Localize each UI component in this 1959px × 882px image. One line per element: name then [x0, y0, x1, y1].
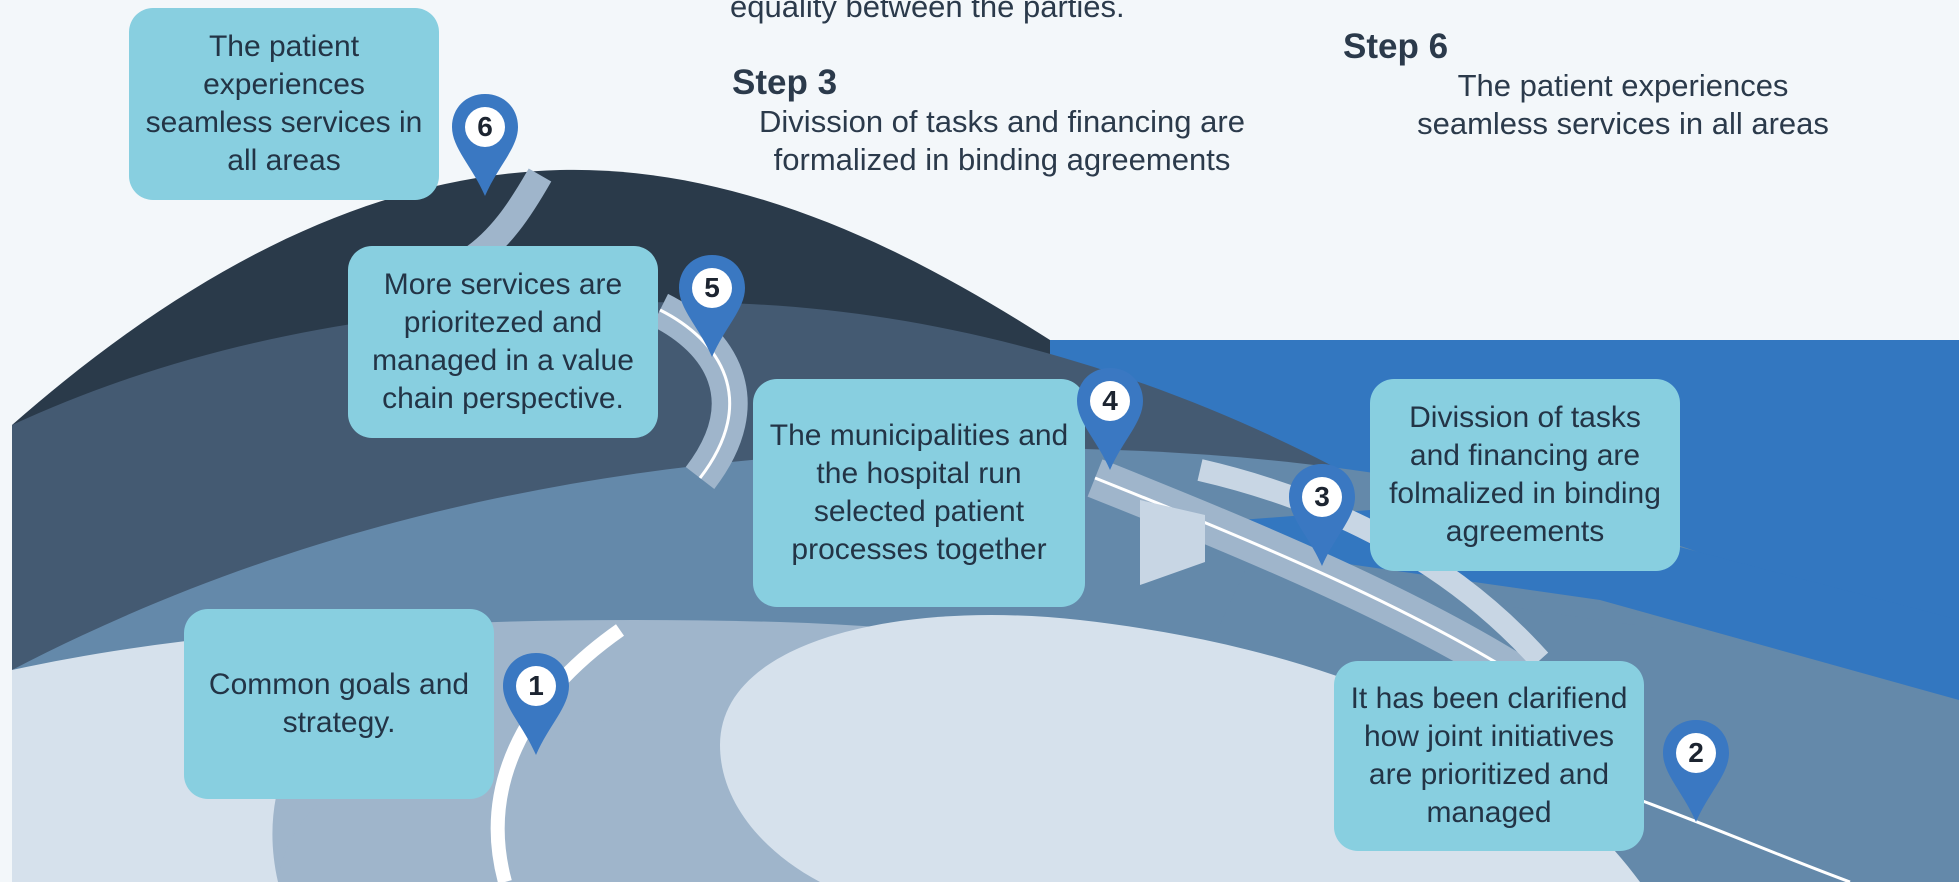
- map-pin-icon: [1077, 368, 1143, 470]
- map-pin-5[interactable]: 5: [677, 253, 747, 359]
- step-3-description: Divission of tasks and financing are for…: [759, 104, 1245, 177]
- step-3-block: Step 3 Divission of tasks and financing …: [732, 63, 1272, 179]
- map-pin-icon: [503, 653, 569, 755]
- step-6-title: Step 6: [1343, 27, 1449, 66]
- step-3-title: Step 3: [732, 63, 838, 102]
- map-pin-icon: [1289, 464, 1355, 566]
- callout-step-2: It has been clarifiend how joint initiat…: [1334, 661, 1644, 851]
- bridge-road-line: [1094, 476, 1541, 692]
- map-pin-icon: [679, 255, 745, 357]
- map-pin-4[interactable]: 4: [1075, 366, 1145, 472]
- step-6-description: The patient experiences seamless service…: [1417, 68, 1829, 141]
- pin-number: 2: [1688, 737, 1704, 768]
- map-pin-icon: [1663, 720, 1729, 822]
- map-pin-6[interactable]: 6: [450, 92, 520, 198]
- road-right-line: [1639, 798, 1851, 882]
- map-pin-1[interactable]: 1: [501, 651, 571, 757]
- pin-number: 5: [704, 272, 720, 303]
- callout-step-4: The municipalities and the hospital run …: [753, 379, 1085, 607]
- callout-step-3: Divission of tasks and financing are fol…: [1370, 379, 1680, 571]
- pin-number: 1: [528, 670, 544, 701]
- pin-number: 3: [1314, 481, 1330, 512]
- pin-number: 4: [1102, 385, 1118, 416]
- step-fragment-text: equality between the parties.: [730, 0, 1125, 24]
- winding-road-lower: [490, 624, 625, 882]
- map-pin-icon: [452, 94, 518, 196]
- callout-step-6: The patient experiences seamless service…: [129, 8, 439, 200]
- pin-number: 6: [477, 111, 493, 142]
- step-6-block: Step 6 The patient experiences seamless …: [1343, 27, 1903, 143]
- step-fragment: equality between the parties.: [730, 0, 1150, 26]
- winding-road-upper-line: [659, 308, 732, 479]
- map-pin-2[interactable]: 2: [1661, 718, 1731, 824]
- map-pin-3[interactable]: 3: [1287, 462, 1357, 568]
- callout-step-5: More services are prioritezed and manage…: [348, 246, 658, 438]
- bridge-pillar: [1140, 500, 1205, 585]
- callout-step-1: Common goals and strategy.: [184, 609, 494, 799]
